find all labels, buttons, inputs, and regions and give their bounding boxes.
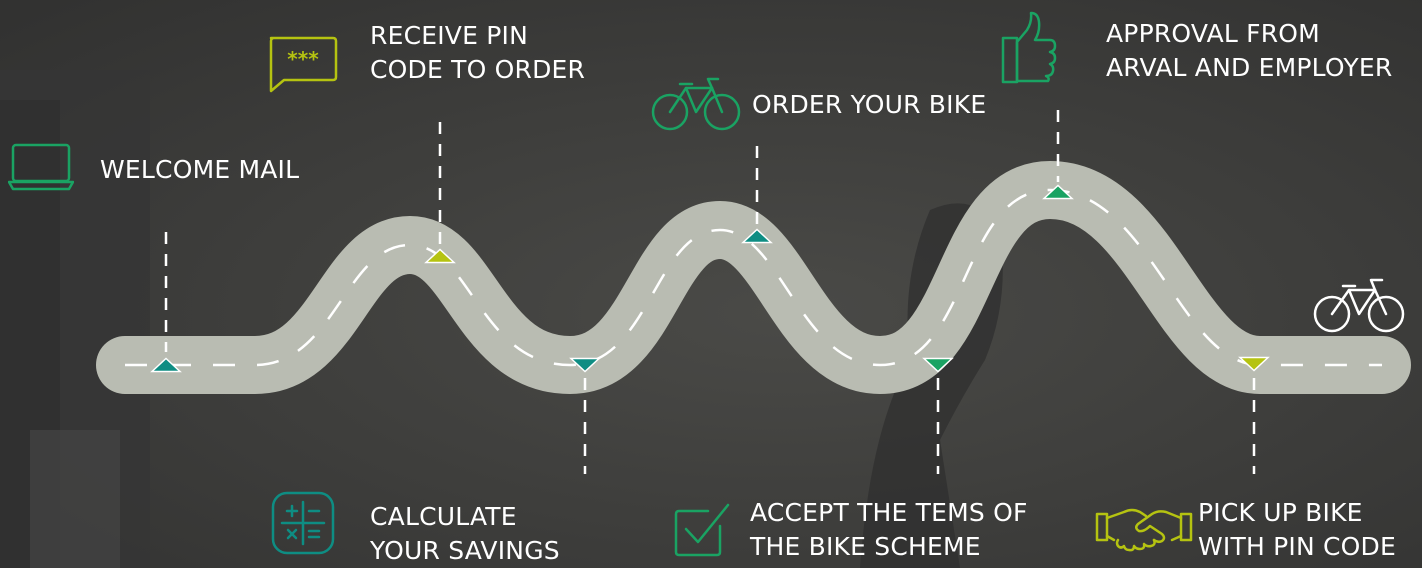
calculator-icon <box>270 490 336 556</box>
road <box>125 190 1382 365</box>
chat-pin-icon: *** <box>266 34 338 94</box>
step-label-order-bike: ORDER YOUR BIKE <box>752 88 986 122</box>
laptop-icon <box>8 142 74 192</box>
end-bicycle-icon <box>1312 276 1406 334</box>
checkbox-icon <box>672 502 732 558</box>
bicycle-icon <box>650 76 742 132</box>
thumbs-up-icon <box>1000 10 1058 84</box>
handshake-icon <box>1094 500 1194 556</box>
step-label-welcome-mail: WELCOME MAIL <box>100 153 299 187</box>
svg-text:***: *** <box>287 47 319 71</box>
